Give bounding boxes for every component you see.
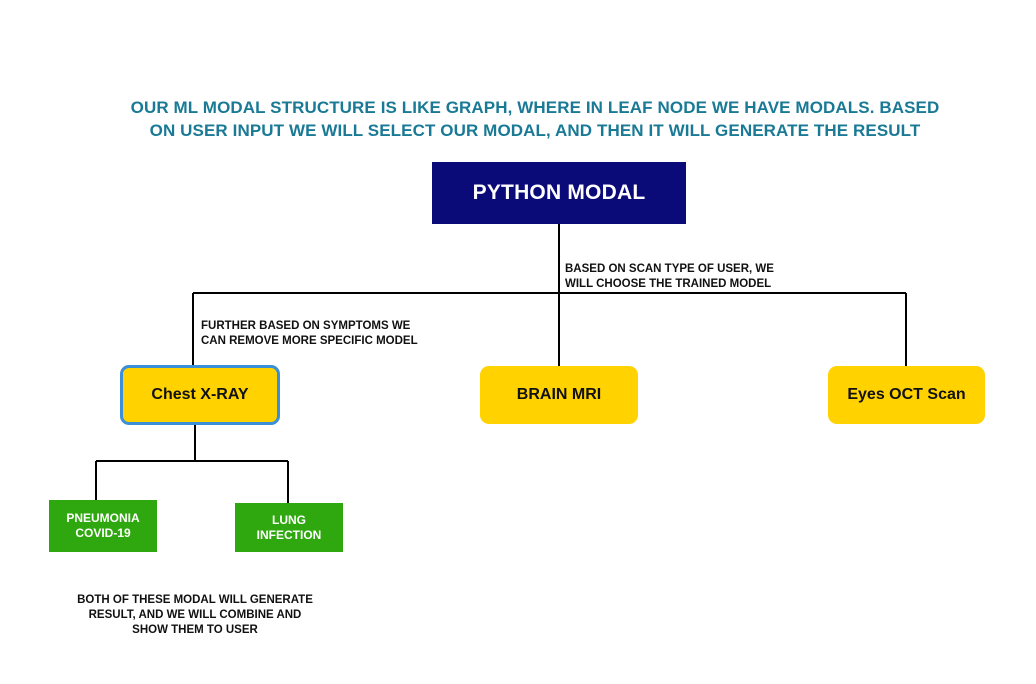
leaf-node-lung-infection: LUNG INFECTION [235,503,343,552]
root-node-label: PYTHON MODAL [472,181,646,204]
note-combine-line-3: SHOW THEM TO USER [132,624,258,636]
note-symptoms-line-2: CAN REMOVE MORE SPECIFIC MODEL [201,335,418,347]
note-scan-type-line-1: BASED ON SCAN TYPE OF USER, WE [565,263,774,275]
scan-node-eyes-oct: Eyes OCT Scan [828,366,985,424]
leaf-node-lung-line-2: INFECTION [256,527,322,542]
scan-node-chest-xray: Chest X-RAY [120,365,280,425]
scan-node-chest-label: Chest X-RAY [151,386,249,403]
diagram-heading: OUR ML MODAL STRUCTURE IS LIKE GRAPH, WH… [100,96,970,142]
scan-node-brain-mri: BRAIN MRI [480,366,638,424]
note-combine-results: BOTH OF THESE MODAL WILL GENERATE RESULT… [50,593,340,638]
heading-line-1: OUR ML MODAL STRUCTURE IS LIKE GRAPH, WH… [130,98,940,117]
leaf-node-pneumonia-covid: PNEUMONIA COVID-19 [49,500,157,552]
leaf-node-pneumonia-line-2: COVID-19 [75,526,131,540]
note-combine-line-1: BOTH OF THESE MODAL WILL GENERATE [77,594,313,606]
note-scan-type-line-2: WILL CHOOSE THE TRAINED MODEL [565,278,772,290]
root-node-python-modal: PYTHON MODAL [432,162,686,224]
scan-node-brain-label: BRAIN MRI [516,386,602,403]
heading-line-2: ON USER INPUT WE WILL SELECT OUR MODAL, … [149,121,921,140]
note-scan-type: BASED ON SCAN TYPE OF USER, WE WILL CHOO… [565,262,774,292]
note-combine-line-2: RESULT, AND WE WILL COMBINE AND [88,609,302,621]
note-symptoms-line-1: FURTHER BASED ON SYMPTOMS WE [201,320,411,332]
scan-node-eyes-label: Eyes OCT Scan [847,386,966,403]
leaf-node-lung-line-1: LUNG [272,512,306,527]
leaf-node-pneumonia-line-1: PNEUMONIA [66,511,140,525]
note-symptoms: FURTHER BASED ON SYMPTOMS WE CAN REMOVE … [201,319,418,349]
